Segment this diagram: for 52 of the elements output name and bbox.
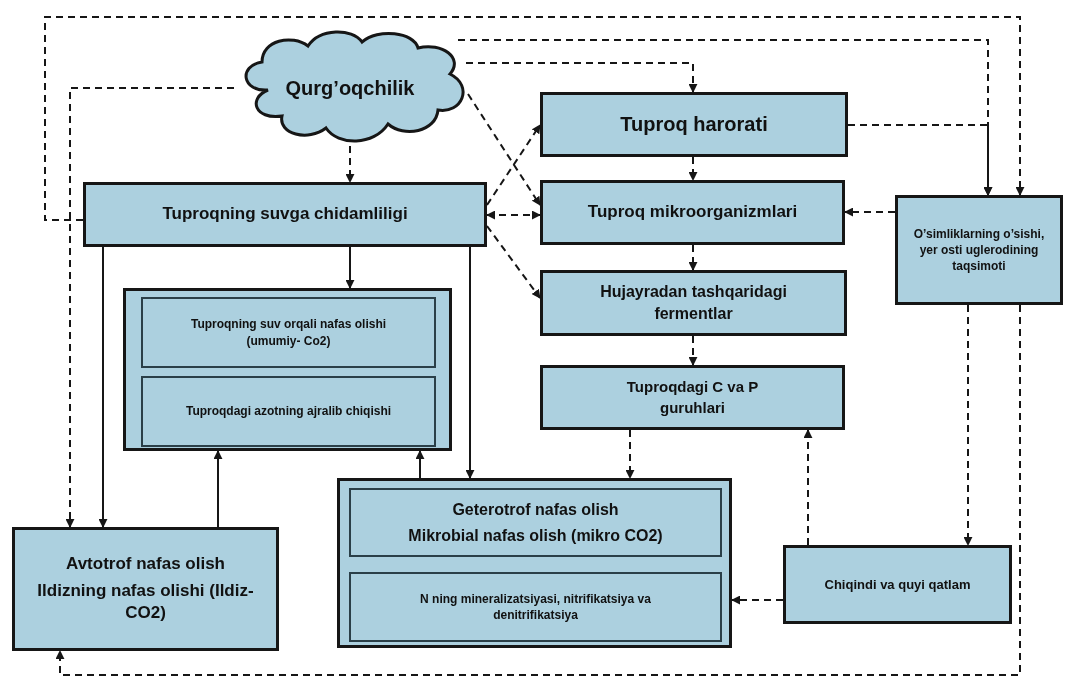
arrow: [688, 335, 698, 366]
node-label: Tuproqning suvga chidamliligi: [162, 203, 408, 226]
process-box: [540, 92, 848, 157]
node-label: Chiqindi va quyi qatlam: [824, 575, 971, 594]
process-box: [349, 572, 722, 642]
arrow: [625, 429, 635, 479]
process-box: [83, 182, 487, 247]
node-label: Avtotrof nafas olish: [66, 552, 225, 575]
process-box: [540, 180, 845, 245]
arrow: [963, 304, 973, 546]
process-box: [141, 297, 436, 368]
arrow: [345, 145, 355, 183]
node-label: N ning mineralizatsiyasi, nitrifikatsiya va denitrifikatsiya: [419, 590, 652, 624]
arrow: [844, 207, 896, 217]
process-box: [540, 270, 847, 336]
group-box: [337, 478, 732, 648]
arrow: [415, 450, 425, 479]
node-label: O’simliklarning o’sishi, yer osti uglerodining taqsimoti: [912, 225, 1046, 275]
arrow: [55, 304, 1021, 676]
arrow: [688, 244, 698, 271]
arrow: [486, 225, 541, 299]
group-box: [123, 288, 452, 451]
node-label: Tuproq harorati: [620, 112, 768, 137]
arrow: [98, 246, 108, 528]
node-label: Tuproqning suv orqali nafas olishi (umumiy- Co2): [189, 316, 388, 349]
arrow: [467, 93, 541, 206]
process-box: [895, 195, 1063, 305]
process-box: [12, 527, 279, 651]
node-label: Tuproqdagi azotning ajralib chiqishi: [185, 403, 392, 420]
node-label: Hujayradan tashqaridagi fermentlar: [599, 282, 788, 324]
node-label: Ildizning nafas olishi (Ildiz-CO2): [36, 579, 255, 625]
arrow: [731, 595, 784, 605]
arrow: [847, 124, 993, 196]
arrow: [345, 246, 355, 289]
node-label: Tuproq mikroorganizmlari: [587, 201, 798, 224]
process-box: [141, 376, 436, 447]
arrow: [65, 87, 235, 528]
arrow: [688, 156, 698, 181]
process-box: [540, 365, 845, 430]
arrow: [803, 429, 813, 546]
arrow: [213, 450, 223, 528]
process-box: [783, 545, 1012, 624]
arrow: [465, 246, 475, 479]
node-label: Qurg’oqchilik: [285, 75, 415, 101]
process-box: [349, 488, 722, 557]
node-label: Tuproqdagi C va P guruhlari: [625, 377, 760, 418]
arrow: [44, 16, 1025, 221]
arrow: [486, 210, 541, 220]
node-label: Geterotrof nafas olish: [452, 499, 619, 520]
arrow: [465, 62, 698, 93]
arrow: [486, 124, 541, 206]
node-label: Mikrobial nafas olish (mikro CO2): [408, 525, 663, 546]
